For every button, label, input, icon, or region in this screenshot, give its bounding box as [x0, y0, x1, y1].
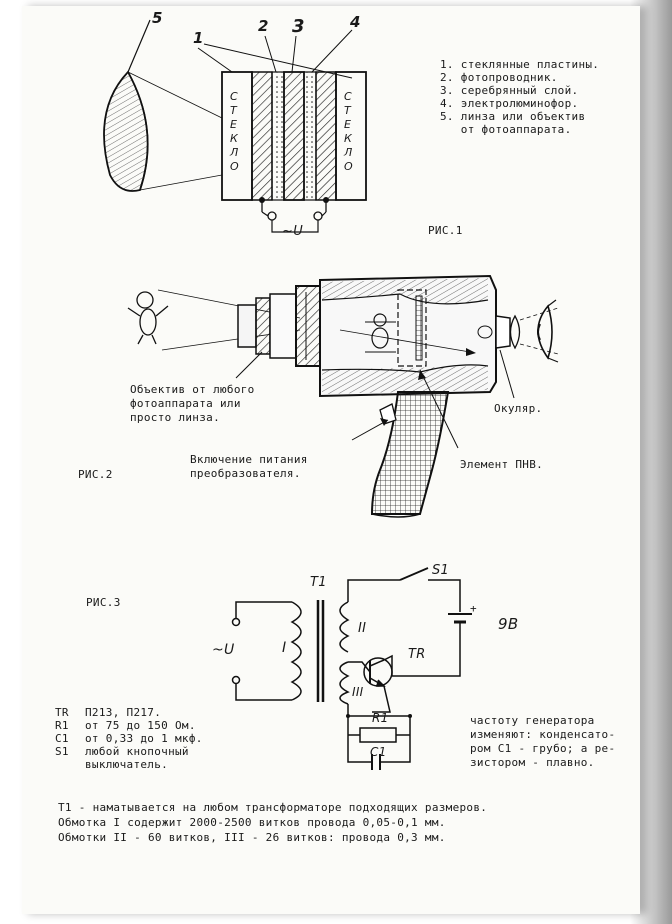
label-r1: R1 — [372, 711, 389, 725]
callout-3: 3 — [292, 16, 305, 37]
note-line: ром С1 - грубо; а ре- — [470, 742, 616, 755]
label-lens-line: просто линза. — [130, 411, 220, 424]
label-element: Элемент ПНВ. — [460, 458, 544, 471]
callout-4: 4 — [350, 13, 361, 31]
label-plus: + — [470, 602, 477, 615]
note-line: частоту генератора — [470, 714, 595, 727]
glass-label-right: СТЕКЛО — [344, 90, 353, 173]
component-row: R1 от 75 до 150 Ом. — [55, 719, 203, 732]
label-t1: T1 — [310, 575, 327, 590]
callout-5: 5 — [152, 9, 163, 27]
label-lens-line: Объектив от любого — [130, 383, 255, 396]
component-key: C1 — [55, 732, 69, 745]
bottom-note-line: Обмотки II - 60 витков, III - 26 витков:… — [58, 831, 446, 844]
callout-1: 1 — [193, 29, 204, 47]
legend-item: от фотоаппарата. — [440, 123, 572, 136]
component-value: от 75 до 150 Ом. — [85, 719, 196, 732]
bottom-note-line: Обмотка I содержит 2000-2500 витков пров… — [58, 816, 446, 829]
label-eyepiece: Окуляр. — [494, 402, 543, 415]
label-c1: C1 — [370, 745, 387, 759]
label-power-line: преобразователя. — [190, 467, 301, 480]
component-value: выключатель. — [85, 758, 169, 771]
fig2-caption: РИС.2 — [78, 468, 113, 481]
label-power-line: Включение питания — [190, 453, 308, 466]
component-row: TR П213, П217. — [55, 706, 203, 719]
glass-label-left: СТЕКЛО — [230, 90, 239, 173]
note-line: зистором - плавно. — [470, 756, 595, 769]
label-power: Включение питания преобразователя. — [190, 453, 308, 481]
component-row: выключатель. — [55, 758, 203, 771]
legend-item: 4. электролюминофор. — [440, 97, 579, 110]
fig3-caption: РИС.3 — [86, 596, 121, 609]
component-value: П213, П217. — [85, 706, 162, 719]
label-lens: Объектив от любого фотоаппарата или прос… — [130, 383, 255, 425]
label-s1: S1 — [432, 563, 450, 578]
fig1-legend: 1. стеклянные пластины. 2. фотопроводник… — [440, 58, 599, 136]
note-line: изменяют: конденсато- — [470, 728, 616, 741]
bottom-notes: Т1 - наматывается на любом трансформатор… — [58, 800, 487, 845]
component-value: от 0,33 до 1 мкф. — [85, 732, 203, 745]
object-figure — [127, 291, 169, 345]
callout-2: 2 — [258, 17, 269, 35]
component-key: S1 — [55, 745, 69, 758]
legend-item: 1. стеклянные пластины. — [440, 58, 600, 71]
bottom-note-line: Т1 - наматывается на любом трансформатор… — [58, 801, 488, 814]
label-winding-3: III — [352, 685, 364, 699]
label-winding-2: II — [358, 621, 367, 636]
component-row: C1 от 0,33 до 1 мкф. — [55, 732, 203, 745]
legend-item: 3. серебрянный слой. — [440, 84, 579, 97]
component-value: любой кнопочный — [85, 745, 189, 758]
component-key — [55, 758, 85, 771]
label-tr: TR — [408, 647, 426, 662]
ac-symbol-fig1: ~U — [282, 224, 304, 239]
label-battery: 9В — [498, 615, 519, 633]
label-winding-1: I — [282, 640, 287, 656]
component-row: S1 любой кнопочный — [55, 745, 203, 758]
fig3-components: TR П213, П217. R1 от 75 до 150 Ом. C1 от 0,… — [55, 706, 203, 771]
component-key: R1 — [55, 719, 69, 732]
label-lens-line: фотоаппарата или — [130, 397, 241, 410]
legend-item: 2. фотопроводник. — [440, 71, 558, 84]
label-ac-fig3: ~U — [212, 642, 235, 658]
fig1-caption: РИС.1 — [428, 224, 463, 237]
legend-item: 5. линза или объектив — [440, 110, 586, 123]
fig3-note: частоту генератора изменяют: конденсато-… — [470, 714, 615, 770]
component-key: TR — [55, 706, 69, 719]
